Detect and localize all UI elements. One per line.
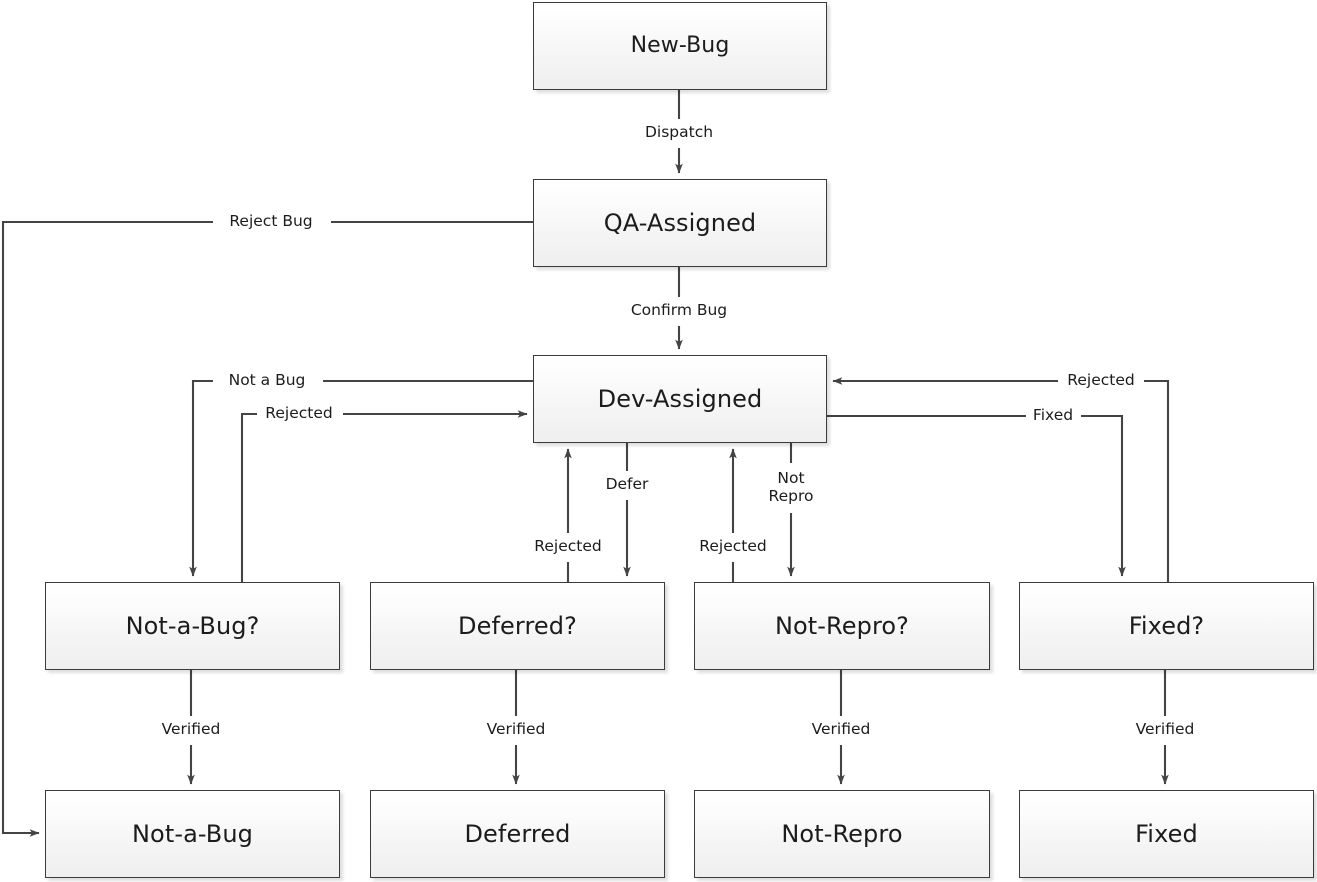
edge-label-verified-fixed: Verified bbox=[1132, 720, 1198, 739]
node-label: Deferred? bbox=[458, 611, 577, 640]
edge-fixed-b bbox=[1081, 414, 1126, 577]
node-label: Not-Repro bbox=[781, 819, 903, 848]
node-not-repro[interactable]: Not-Repro bbox=[694, 790, 990, 878]
node-label: Dev-Assigned bbox=[597, 384, 763, 413]
node-label: Not-a-Bug? bbox=[125, 611, 260, 640]
edge-label-defer: Defer bbox=[602, 475, 652, 494]
node-qa-assigned[interactable]: QA-Assigned bbox=[533, 179, 827, 267]
node-label: Not-a-Bug bbox=[131, 819, 254, 848]
edge-not-a-bug-b bbox=[189, 379, 213, 577]
node-dev-assigned[interactable]: Dev-Assigned bbox=[533, 355, 827, 443]
edge-label-verified-deferred: Verified bbox=[483, 720, 549, 739]
edge-reject-bug-b bbox=[1, 220, 213, 837]
node-label: QA-Assigned bbox=[603, 208, 757, 237]
edge-label-fixed: Fixed bbox=[1029, 406, 1077, 425]
edge-label-verified-not-repro: Verified bbox=[808, 720, 874, 739]
node-label: Fixed bbox=[1135, 819, 1198, 848]
edge-label-verified-not-a-bug: Verified bbox=[158, 720, 224, 739]
node-new-bug[interactable]: New-Bug bbox=[533, 2, 827, 90]
edge-label-reject-bug: Reject Bug bbox=[226, 212, 316, 231]
edge-label-confirm-bug: Confirm Bug bbox=[627, 301, 731, 320]
node-not-repro-question[interactable]: Not-Repro? bbox=[694, 582, 990, 670]
edge-rejected-fix bbox=[1144, 379, 1170, 582]
edge-label-rejected-fixed: Rejected bbox=[1064, 371, 1138, 390]
node-not-a-bug[interactable]: Not-a-Bug bbox=[45, 790, 340, 878]
edge-label-not-a-bug: Not a Bug bbox=[225, 371, 309, 390]
edge-label-rejected-not-repro: Rejected bbox=[696, 537, 770, 556]
node-deferred[interactable]: Deferred bbox=[370, 790, 665, 878]
node-label: New-Bug bbox=[630, 32, 730, 58]
edge-label-rejected-deferred: Rejected bbox=[531, 537, 605, 556]
node-label: Deferred bbox=[464, 819, 571, 848]
edge-label-dispatch: Dispatch bbox=[641, 123, 717, 142]
node-fixed-question[interactable]: Fixed? bbox=[1019, 582, 1314, 670]
node-deferred-question[interactable]: Deferred? bbox=[370, 582, 665, 670]
node-not-a-bug-question[interactable]: Not-a-Bug? bbox=[45, 582, 340, 670]
edge-label-rejected-not-a-bug: Rejected bbox=[262, 404, 336, 423]
node-label: Fixed? bbox=[1128, 611, 1205, 640]
node-fixed[interactable]: Fixed bbox=[1019, 790, 1314, 878]
node-label: Not-Repro? bbox=[774, 611, 910, 640]
